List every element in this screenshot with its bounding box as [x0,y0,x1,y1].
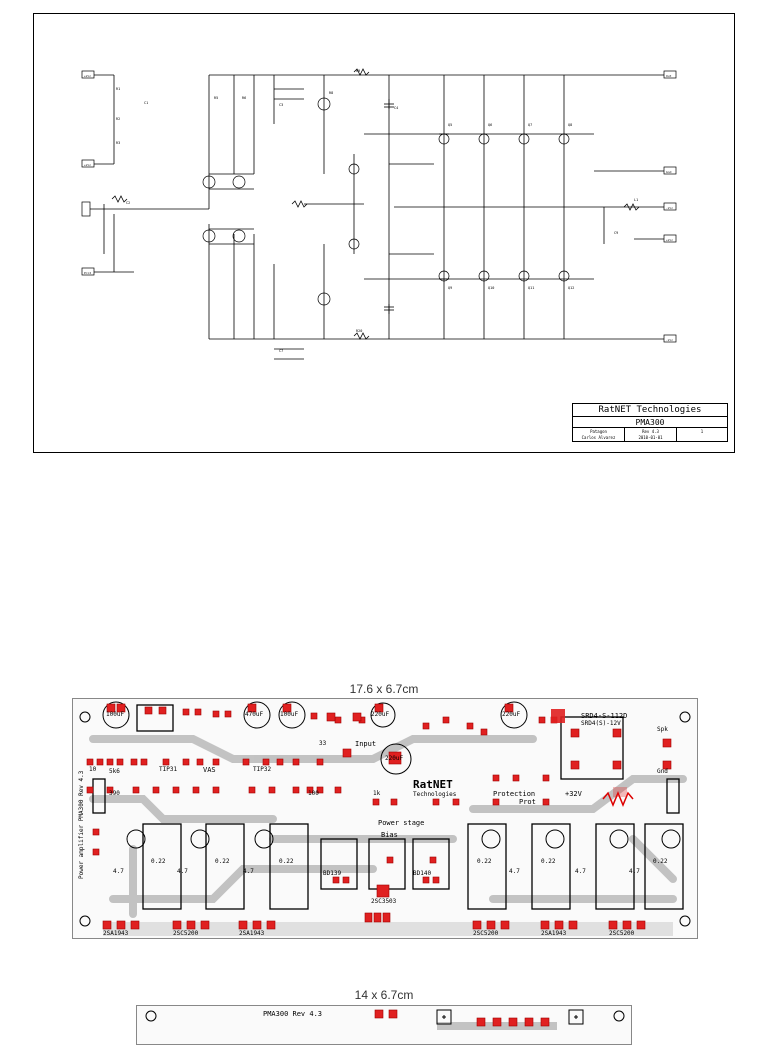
board2-title: PMA300 Rev 4.3 [263,1010,323,1018]
svg-text:Q7: Q7 [528,123,532,127]
cap-label-5: 220uF [385,755,404,762]
brand-logo-text: RatNET [413,778,453,791]
emitter-resistor-label: 0.22 [653,858,668,865]
svg-text:C3: C3 [279,103,283,107]
svg-text:C7: C7 [279,349,283,353]
emitter-resistor-label: 0.22 [279,858,294,865]
emitter-resistor-label: 0.22 [477,858,492,865]
svg-text:Q11: Q11 [528,286,534,290]
transistor-label: TIP31 [159,766,178,773]
bias-transistor-label: 2SC3503 [371,898,397,905]
title-block-model: PMA300 [573,417,727,428]
connector-label: Gnd [666,170,672,174]
pcb-board-2: PMA300 Rev 4.3 [136,1005,632,1045]
board-side-text: Power amplifier PMA300 Rev 4.3 [78,770,85,879]
svg-text:R5: R5 [214,96,218,100]
title-block-revision: Rev 4.3 2010-01-01 [625,428,677,441]
brand-sub-text: Technologies [413,791,457,798]
pcb2-drawing [145,1009,625,1030]
cap-label-3: 100uF [280,711,299,718]
protection-label: Protection [493,790,536,798]
output-transistor-label: 2SC5200 [609,930,635,937]
driver-transistor-label: BD140 [413,870,432,877]
base-resistor-label: 4.7 [177,868,188,875]
connector-label: Out [666,74,672,78]
emitter-resistor-label: 0.22 [151,858,166,865]
svg-text:C9: C9 [614,231,618,235]
title-block: RatNET Technologies PMA300 Patagon Carlo… [572,403,728,442]
resistor-label: 1k [373,790,381,797]
title-block-author: Patagon Carlos Alvarez [573,428,625,441]
spk-label: Spk [657,726,668,733]
resistor-label: 100 [308,790,319,797]
connector-label: -Vcc [666,206,673,210]
output-transistor-label: 2SC5200 [173,930,199,937]
prot-label: Prot [519,798,536,806]
title-block-sheet: 1 [700,429,704,434]
svg-text:C1: C1 [144,101,148,105]
connector-label: +Vcc [84,163,91,167]
power-stage-label: Power stage [378,819,425,827]
svg-text:R9: R9 [356,69,360,73]
connector-label: Prot [84,271,91,275]
svg-text:Q8: Q8 [568,123,572,127]
cap-label-2: 470uF [245,711,264,718]
svg-text:R3: R3 [116,141,120,145]
connector-label: -Vcc [666,338,673,342]
base-resistor-label: 4.7 [575,868,586,875]
board2-caption: 14 x 6.7cm [354,988,414,1002]
output-transistor-label: 2SA1943 [103,930,129,937]
svg-text:Q10: Q10 [488,286,494,290]
output-transistor-label: 2SA1943 [239,930,265,937]
vas-label: VAS [203,766,216,774]
svg-text:R1: R1 [116,87,120,91]
svg-text:Q12: Q12 [568,286,574,290]
pcb-board-1: SRD4-S-112D SRD4(S)-12V 100uF 470uF 100u… [72,698,698,939]
board1-caption: 17.6 x 6.7cm [349,682,419,696]
svg-text:L1: L1 [634,198,638,202]
base-resistor-label: 4.7 [629,868,640,875]
gnd-label: Gnd [657,768,668,775]
schematic-drawing: R1 R2 R3 C1 C2 R5 R6 C3 R8 R9 C4 Q5 Q6 Q… [81,68,677,360]
svg-text:C2: C2 [126,201,130,205]
svg-text:Q5: Q5 [448,123,452,127]
plus32-label: +32V [565,790,582,798]
cap-label-1: 100uF [106,711,125,718]
output-transistor-label: 2SC5200 [473,930,499,937]
emitter-resistor-label: 0.22 [541,858,556,865]
svg-text:R2: R2 [116,117,120,121]
cap-label-4: 220uF [371,711,390,718]
cap-label-6: 220uF [502,711,521,718]
svg-text:Q6: Q6 [488,123,492,127]
connector-label: +Vcc [84,74,91,78]
connector-label: +Vcc [666,238,673,242]
resistor-label: 33 [319,740,327,747]
schematic-frame: R1 R2 R3 C1 C2 R5 R6 C3 R8 R9 C4 Q5 Q6 Q… [33,13,735,453]
driver-transistor-label: BD139 [323,870,342,877]
relay-part-label: SRD4-S-112D [581,712,628,720]
title-block-info-row: Patagon Carlos Alvarez Rev 4.3 2010-01-0… [573,428,727,441]
input-label: Input [355,740,377,748]
resistor-label: 10 [89,766,97,773]
svg-text:R20: R20 [356,329,362,333]
base-resistor-label: 4.7 [509,868,520,875]
title-block-company: RatNET Technologies [573,404,727,417]
transistor-label: TIP32 [253,766,272,773]
pcb1-drawing [79,701,691,936]
svg-text:Q9: Q9 [448,286,452,290]
relay-part-sub-label: SRD4(S)-12V [581,720,621,727]
bias-label: Bias [381,831,398,839]
output-transistor-label: 2SA1943 [541,930,567,937]
base-resistor-label: 4.7 [113,868,124,875]
svg-text:R6: R6 [242,96,246,100]
svg-text:R8: R8 [329,91,333,95]
svg-text:C4: C4 [394,106,398,110]
emitter-resistor-label: 0.22 [215,858,230,865]
resistor-label: 5k6 [109,768,120,775]
resistor-label: 390 [109,790,120,797]
base-resistor-label: 4.7 [243,868,254,875]
